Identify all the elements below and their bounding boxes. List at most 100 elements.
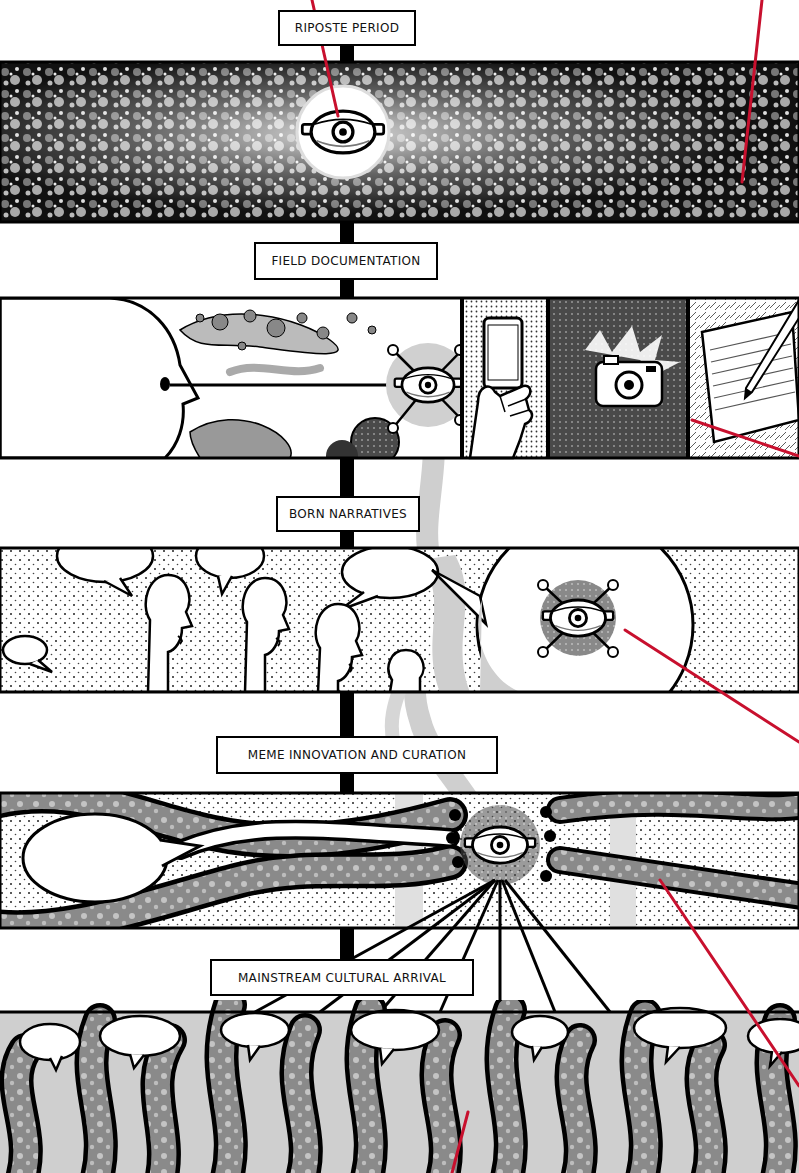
meme-panel xyxy=(446,806,556,882)
documentation-scene xyxy=(190,420,291,458)
phone-panel xyxy=(462,298,548,458)
narratives-panel xyxy=(540,580,616,656)
mainstream-panel xyxy=(701,1045,710,1173)
documentation-scene xyxy=(326,440,358,458)
phone-panel xyxy=(488,325,518,380)
stage-label: MEME INNOVATION AND CURATION xyxy=(216,736,498,774)
narratives-panel xyxy=(0,548,799,692)
panel-frame xyxy=(0,548,799,692)
mainstream-panel xyxy=(100,1016,180,1056)
notebook-panel xyxy=(688,298,799,458)
narratives-panel xyxy=(30,660,52,672)
narratives-panel xyxy=(538,580,548,590)
narratives-panel xyxy=(538,580,618,657)
meme-panel xyxy=(544,830,556,842)
stage-title: FIELD DOCUMENTATION xyxy=(271,254,420,268)
documentation-scene xyxy=(0,298,198,458)
meme-panel xyxy=(446,832,458,844)
riposte-panel xyxy=(297,86,389,178)
stage-title: MEME INNOVATION AND CURATION xyxy=(248,748,466,762)
narratives-panel xyxy=(276,638,280,646)
panel-dividers xyxy=(546,298,550,458)
mainstream-panel xyxy=(501,1010,510,1173)
mainstream-panel xyxy=(20,1024,80,1060)
mainstream-panel xyxy=(20,1008,799,1070)
documentation-scene xyxy=(388,345,398,355)
phone-panel xyxy=(470,386,532,458)
notebook-panel xyxy=(688,298,799,458)
mainstream-panel xyxy=(221,1013,289,1047)
mainstream-panel xyxy=(91,1020,100,1173)
leader-lines xyxy=(625,630,799,742)
narratives-panel xyxy=(477,548,693,692)
camera-panel xyxy=(646,366,656,372)
meme-panel xyxy=(452,856,464,868)
meme-panel xyxy=(560,860,799,900)
stage-title: RIPOSTE PERIOD xyxy=(295,21,399,35)
stage-title: MAINSTREAM CULTURAL ARRIVAL xyxy=(238,971,446,985)
narratives-panel xyxy=(349,664,352,672)
camera-panel xyxy=(604,356,618,364)
camera-panel xyxy=(596,362,662,406)
notebook-panel xyxy=(745,388,752,398)
mainstream-panel xyxy=(701,1045,710,1173)
mainstream-panel xyxy=(436,1035,445,1173)
mainstream-panel xyxy=(351,1010,439,1050)
documentation-scene xyxy=(230,368,320,372)
riposte-panel xyxy=(302,111,383,153)
narratives-panel xyxy=(104,578,132,596)
spread-lines xyxy=(499,880,502,1012)
meme-panel xyxy=(540,870,552,882)
mainstream-panel xyxy=(0,1005,799,1173)
meme-panel xyxy=(23,814,167,902)
narratives-panel xyxy=(543,585,613,652)
narratives-panel xyxy=(178,636,352,672)
mainstream-panel xyxy=(571,1040,580,1173)
stage-label: BORN NARRATIVES xyxy=(276,496,420,532)
spread-lines xyxy=(502,880,555,1012)
meme-panel xyxy=(180,830,450,850)
phone-panel xyxy=(484,318,522,388)
meme-panel xyxy=(460,805,540,885)
documentation-scene xyxy=(388,423,398,433)
narratives-panel xyxy=(342,548,438,598)
leader-lines xyxy=(452,1112,468,1173)
stage-label: MAINSTREAM CULTURAL ARRIVAL xyxy=(210,959,474,996)
stage-label: RIPOSTE PERIOD xyxy=(278,10,416,46)
panel-dividers xyxy=(460,298,464,458)
mainstream-panel xyxy=(130,1054,144,1068)
riposte-panel xyxy=(0,62,799,222)
stage-title: BORN NARRATIVES xyxy=(289,507,407,521)
mainstream-panel xyxy=(532,1046,542,1060)
narratives-panel xyxy=(316,604,362,692)
documentation-scene xyxy=(196,310,376,350)
documentation-scene xyxy=(244,310,256,322)
phone-panel xyxy=(462,298,548,458)
narratives-panel xyxy=(218,576,232,594)
camera-panel xyxy=(624,380,634,390)
mainstream-panel xyxy=(91,1020,100,1173)
documentation-scene xyxy=(267,319,285,337)
mainstream-panel xyxy=(296,1030,305,1173)
mainstream-panel xyxy=(666,1046,680,1062)
meme-panel xyxy=(449,809,461,821)
narratives-panel xyxy=(478,600,520,692)
mainstream-panel xyxy=(16,1050,25,1173)
mainstream-panel xyxy=(296,1030,305,1173)
narratives-panel xyxy=(3,636,47,664)
mainstream-panel xyxy=(512,1016,568,1048)
narratives-panel xyxy=(196,548,264,578)
camera-panel xyxy=(616,372,642,398)
documentation-scene xyxy=(351,418,399,458)
narratives-panel xyxy=(608,647,618,657)
notebook-panel xyxy=(715,392,795,410)
documentation-scene xyxy=(393,350,462,428)
documentation-scene xyxy=(297,313,307,323)
meme-panel xyxy=(540,806,552,818)
panel-dividers xyxy=(0,298,799,458)
leader-lines xyxy=(692,420,799,456)
narratives-panel xyxy=(243,578,289,692)
narratives-panel xyxy=(432,570,486,624)
